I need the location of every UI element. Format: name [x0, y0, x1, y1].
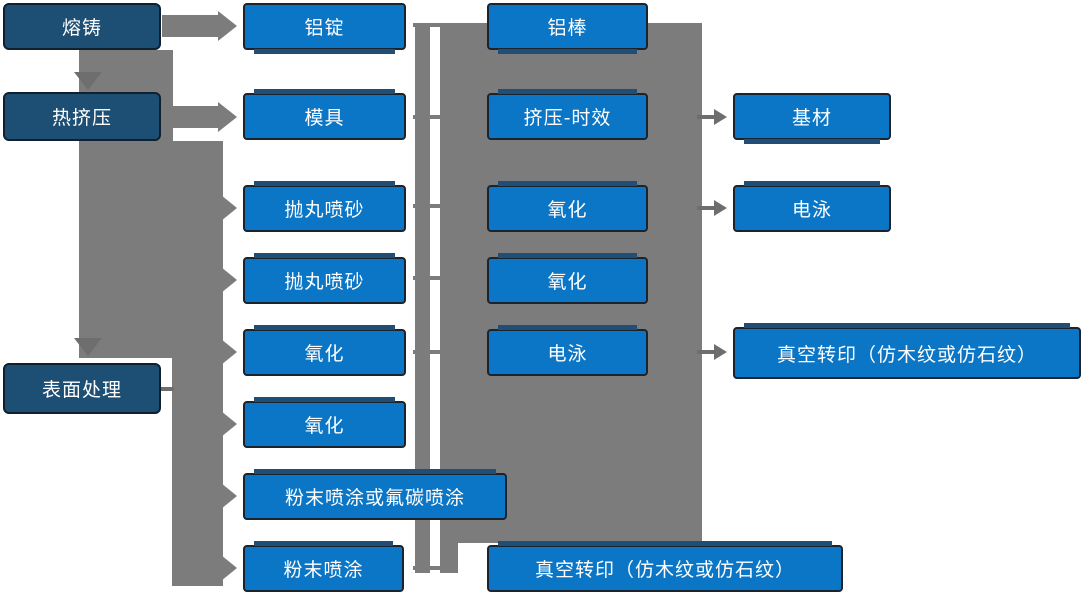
arrowhead-to-substrate [714, 109, 727, 125]
connector-band-row2 [162, 106, 218, 128]
node-shot-blasting-2: 抛丸喷砂 [243, 253, 406, 304]
node-shadow-accent [498, 541, 832, 546]
node-oxidation-3: 氧化 [487, 181, 648, 232]
node-shadow-accent [744, 181, 880, 186]
connector-bus-bar-1 [415, 23, 430, 573]
node-mold: 模具 [243, 89, 406, 140]
node-shadow-accent [254, 181, 395, 186]
connector-tick-row4 [413, 276, 450, 280]
arrowhead-to-electrophoresis [714, 200, 727, 216]
connector-tick-row5 [413, 350, 450, 354]
node-extrusion-aging: 挤压-时效 [487, 89, 648, 140]
node-label: 氧化 [547, 199, 588, 221]
node-label: 基材 [791, 107, 832, 129]
connector-line-to-electrophoresis [697, 206, 715, 210]
node-label: 氧化 [304, 343, 345, 365]
arrowhead-right-row6 [221, 411, 237, 437]
node-shadow-accent [254, 325, 395, 330]
node-shadow-accent [744, 323, 1070, 328]
node-label: 氧化 [547, 271, 588, 293]
node-label: 真空转印（仿木纹或仿石纹） [776, 343, 1037, 366]
connector-tick-row1 [413, 23, 450, 27]
arrowhead-right-row1 [218, 11, 237, 41]
connector-tick-row3 [413, 204, 450, 208]
node-shadow-accent [254, 397, 395, 402]
node-electrophoresis-1: 电泳 [487, 325, 648, 376]
node-shadow-accent [254, 253, 395, 258]
node-label: 铝锭 [304, 17, 345, 39]
node-powder-or-fluorocarbon-coating: 粉末喷涂或氟碳喷涂 [243, 469, 507, 520]
node-powder-coating: 粉末喷涂 [243, 541, 404, 592]
node-shadow-accent [254, 469, 496, 474]
node-label: 熔铸 [61, 17, 102, 39]
arrowhead-down-to-surface-treatment [74, 338, 102, 356]
node-shadow-accent [254, 89, 395, 94]
node-shadow-accent [254, 49, 395, 54]
node-label: 粉末喷涂 [283, 559, 364, 581]
arrowhead-right-row8 [221, 555, 237, 581]
node-aluminum-ingot: 铝锭 [243, 3, 406, 54]
connector-line-to-substrate [697, 115, 715, 119]
node-label: 热挤压 [51, 107, 112, 129]
node-label: 表面处理 [41, 379, 122, 401]
node-oxidation-1: 氧化 [243, 325, 406, 376]
node-electrophoresis-2: 电泳 [733, 181, 891, 232]
node-label: 模具 [304, 107, 345, 129]
connector-line-to-vacuum-transfer [697, 350, 715, 354]
node-oxidation-4: 氧化 [487, 253, 648, 304]
node-shadow-accent [498, 253, 637, 258]
connector-tick-row8 [413, 566, 450, 570]
arrowhead-right-row3 [221, 195, 237, 221]
node-substrate: 基材 [733, 93, 891, 144]
node-shadow-accent [498, 89, 637, 94]
node-shot-blasting-1: 抛丸喷砂 [243, 181, 406, 232]
node-label: 真空转印（仿木纹或仿石纹） [534, 559, 795, 581]
node-shadow-accent [498, 325, 637, 330]
node-hot-extrusion: 热挤压 [3, 92, 161, 141]
node-oxidation-2: 氧化 [243, 397, 406, 448]
node-shadow-accent [254, 541, 393, 546]
node-label: 挤压-时效 [523, 107, 612, 129]
node-vacuum-transfer-1: 真空转印（仿木纹或仿石纹） [487, 541, 843, 592]
connector-surface-treatment-stub [161, 387, 174, 391]
node-aluminum-rod: 铝棒 [487, 3, 648, 54]
node-label: 抛丸喷砂 [284, 199, 365, 221]
node-label: 氧化 [304, 415, 345, 437]
arrowhead-right-row4 [221, 267, 237, 293]
node-label: 铝棒 [547, 17, 588, 39]
node-shadow-accent [498, 49, 637, 54]
connector-trunk-mid [172, 141, 223, 586]
connector-tick-row2 [413, 115, 450, 119]
node-label: 电泳 [547, 343, 588, 365]
arrowhead-to-vacuum-transfer [714, 344, 727, 360]
node-surface-treatment: 表面处理 [3, 363, 161, 414]
node-label: 粉末喷涂或氟碳喷涂 [284, 487, 465, 509]
node-melt-casting: 熔铸 [3, 3, 161, 50]
arrowhead-right-row2 [218, 102, 237, 132]
arrowhead-right-row5 [221, 339, 237, 365]
arrowhead-right-row7 [221, 483, 237, 509]
connector-band-row1 [162, 15, 218, 37]
node-label: 抛丸喷砂 [284, 271, 365, 293]
arrowhead-down-to-hot-extrusion [74, 72, 102, 90]
node-label: 电泳 [791, 199, 832, 221]
node-shadow-accent [744, 139, 880, 144]
node-shadow-accent [498, 181, 637, 186]
node-vacuum-transfer-2: 真空转印（仿木纹或仿石纹） [733, 323, 1081, 379]
